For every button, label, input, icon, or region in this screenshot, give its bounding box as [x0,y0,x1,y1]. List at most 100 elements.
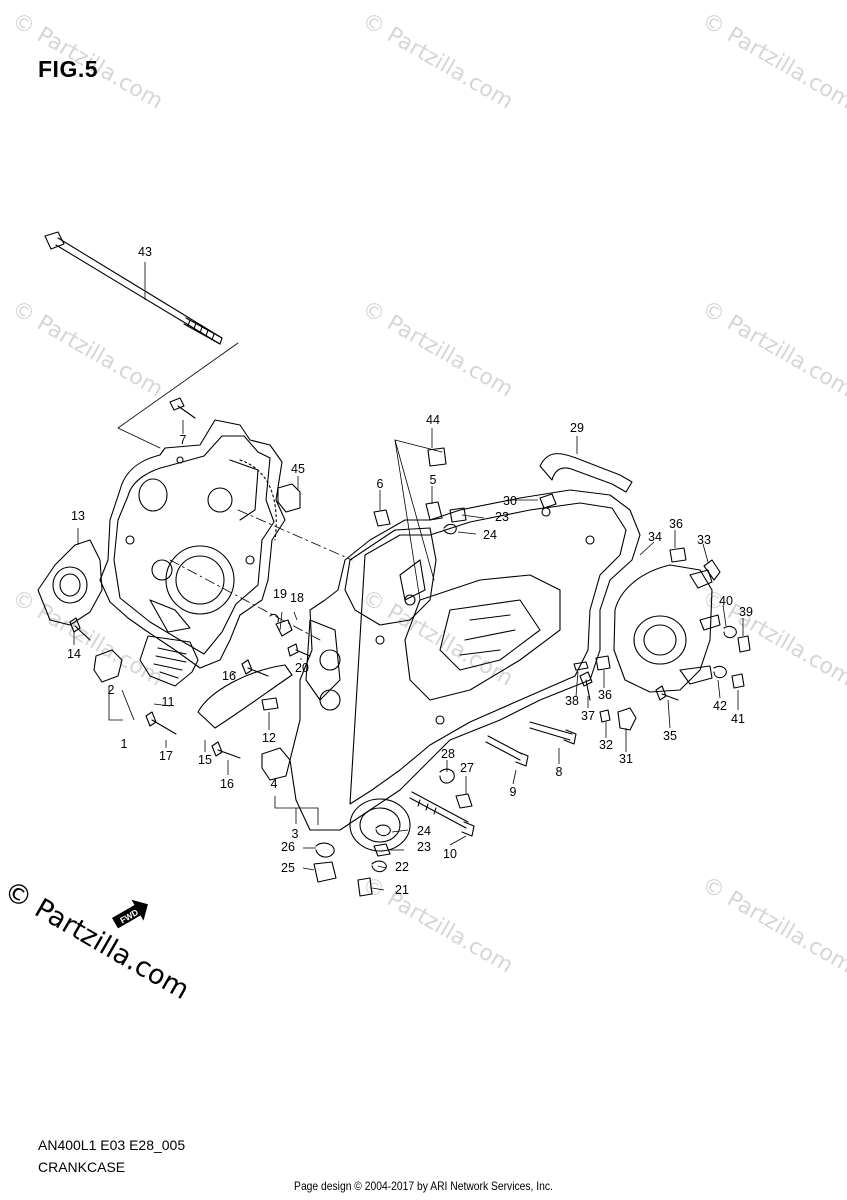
bracket-33 [703,559,721,581]
callout-44: 44 [426,413,440,427]
callout-3: 3 [292,827,299,841]
plug-27 [455,793,473,809]
dowel-12 [261,697,279,711]
diagram-code: AN400L1 E03 E28_005 [38,1137,186,1153]
callout-12: 12 [262,731,276,745]
washer-40 [723,625,737,639]
guide-line [394,439,435,581]
callout-18: 18 [290,591,304,605]
sensor-45 [277,483,301,513]
oring-24-top [443,523,457,535]
callout-23: 23 [417,840,431,854]
figure-title: FIG.5 [38,56,99,82]
clip-38 [573,661,589,671]
callout-8: 8 [556,765,563,779]
callout-25: 25 [281,861,295,875]
oil-strainer-plate [139,635,199,687]
callout-43: 43 [138,245,152,259]
clamp-30 [539,493,557,509]
footer-credit: Page design © 2004-2017 by ARI Network S… [294,1179,553,1193]
callout-29: 29 [570,421,584,435]
callout-13: 13 [71,509,85,523]
plug-25 [313,861,337,883]
callout-45: 45 [291,462,305,476]
bolt-41 [731,673,745,689]
callout-17: 17 [159,749,173,763]
callout-2: 2 [108,683,115,697]
guide-line [394,439,443,453]
bearing-cover [613,564,721,693]
callout-4: 4 [271,777,278,791]
bolt-7 [169,397,196,419]
fwd-arrow-icon: FWD [112,899,148,929]
callout-34: 34 [648,530,662,544]
callout-22: 22 [395,860,409,874]
bushing-2 [93,649,123,683]
callout-9: 9 [510,785,517,799]
callout-16: 16 [222,669,236,683]
callout-5: 5 [430,473,437,487]
callout-35: 35 [663,729,677,743]
callout-36: 36 [669,517,683,531]
callout-33: 33 [697,533,711,547]
right-crankcase-half [289,489,641,852]
bolt-14 [69,617,91,641]
bushing-4 [261,747,291,781]
callout-15: 15 [198,753,212,767]
guide-line [117,342,239,449]
callout-30: 30 [503,494,517,508]
diagram-caption: CRANKCASE [38,1159,126,1175]
bolt-8 [529,721,577,745]
dowel-5 [425,501,443,521]
side-cover [37,539,103,626]
long-bolt [44,231,223,345]
guide-line [237,509,353,561]
callout-36: 36 [598,688,612,702]
callout-27: 27 [460,761,474,775]
plug-23-top [449,507,467,523]
washer-28 [439,768,455,784]
bolt-37 [579,671,593,701]
bolt-20 [287,643,311,657]
callout-14: 14 [67,647,81,661]
callout-11: 11 [162,695,175,709]
callout-38: 38 [565,694,579,708]
oring-26 [315,842,335,858]
sensor-31 [617,707,637,731]
callout-6: 6 [377,477,384,491]
bolt-35 [655,685,679,701]
callout-labels: 1234567891011121314151616171819202122232… [67,245,753,897]
callout-41: 41 [731,712,745,726]
callout-16: 16 [220,777,234,791]
nut-44 [427,447,447,467]
dowel-36 [669,547,687,563]
left-crankcase-half [99,419,286,669]
dowel-6 [373,509,391,527]
callout-40: 40 [719,594,733,608]
bolt-16 [241,659,269,677]
bolt-10-thread [417,799,437,815]
bolt-39 [737,635,751,653]
callout-21: 21 [395,883,409,897]
callout-37: 37 [581,709,595,723]
bolt-23 [373,843,391,857]
cylinder-mount [344,527,437,626]
dowel-36-b [595,655,611,671]
callout-26: 26 [281,840,295,854]
bolt-32 [599,709,611,723]
callout-24: 24 [417,824,431,838]
oring-24 [375,824,391,837]
plug-21 [357,877,373,897]
guide-line [169,559,321,641]
callout-23: 23 [495,510,509,524]
bolt-16-b [211,741,241,759]
callout-32: 32 [599,738,613,752]
callout-20: 20 [295,661,309,675]
callout-31: 31 [619,752,633,766]
hose-29 [539,453,633,493]
bolt-9 [485,735,529,767]
callout-19: 19 [273,587,287,601]
clip-18 [275,619,293,637]
callout-10: 10 [443,847,457,861]
